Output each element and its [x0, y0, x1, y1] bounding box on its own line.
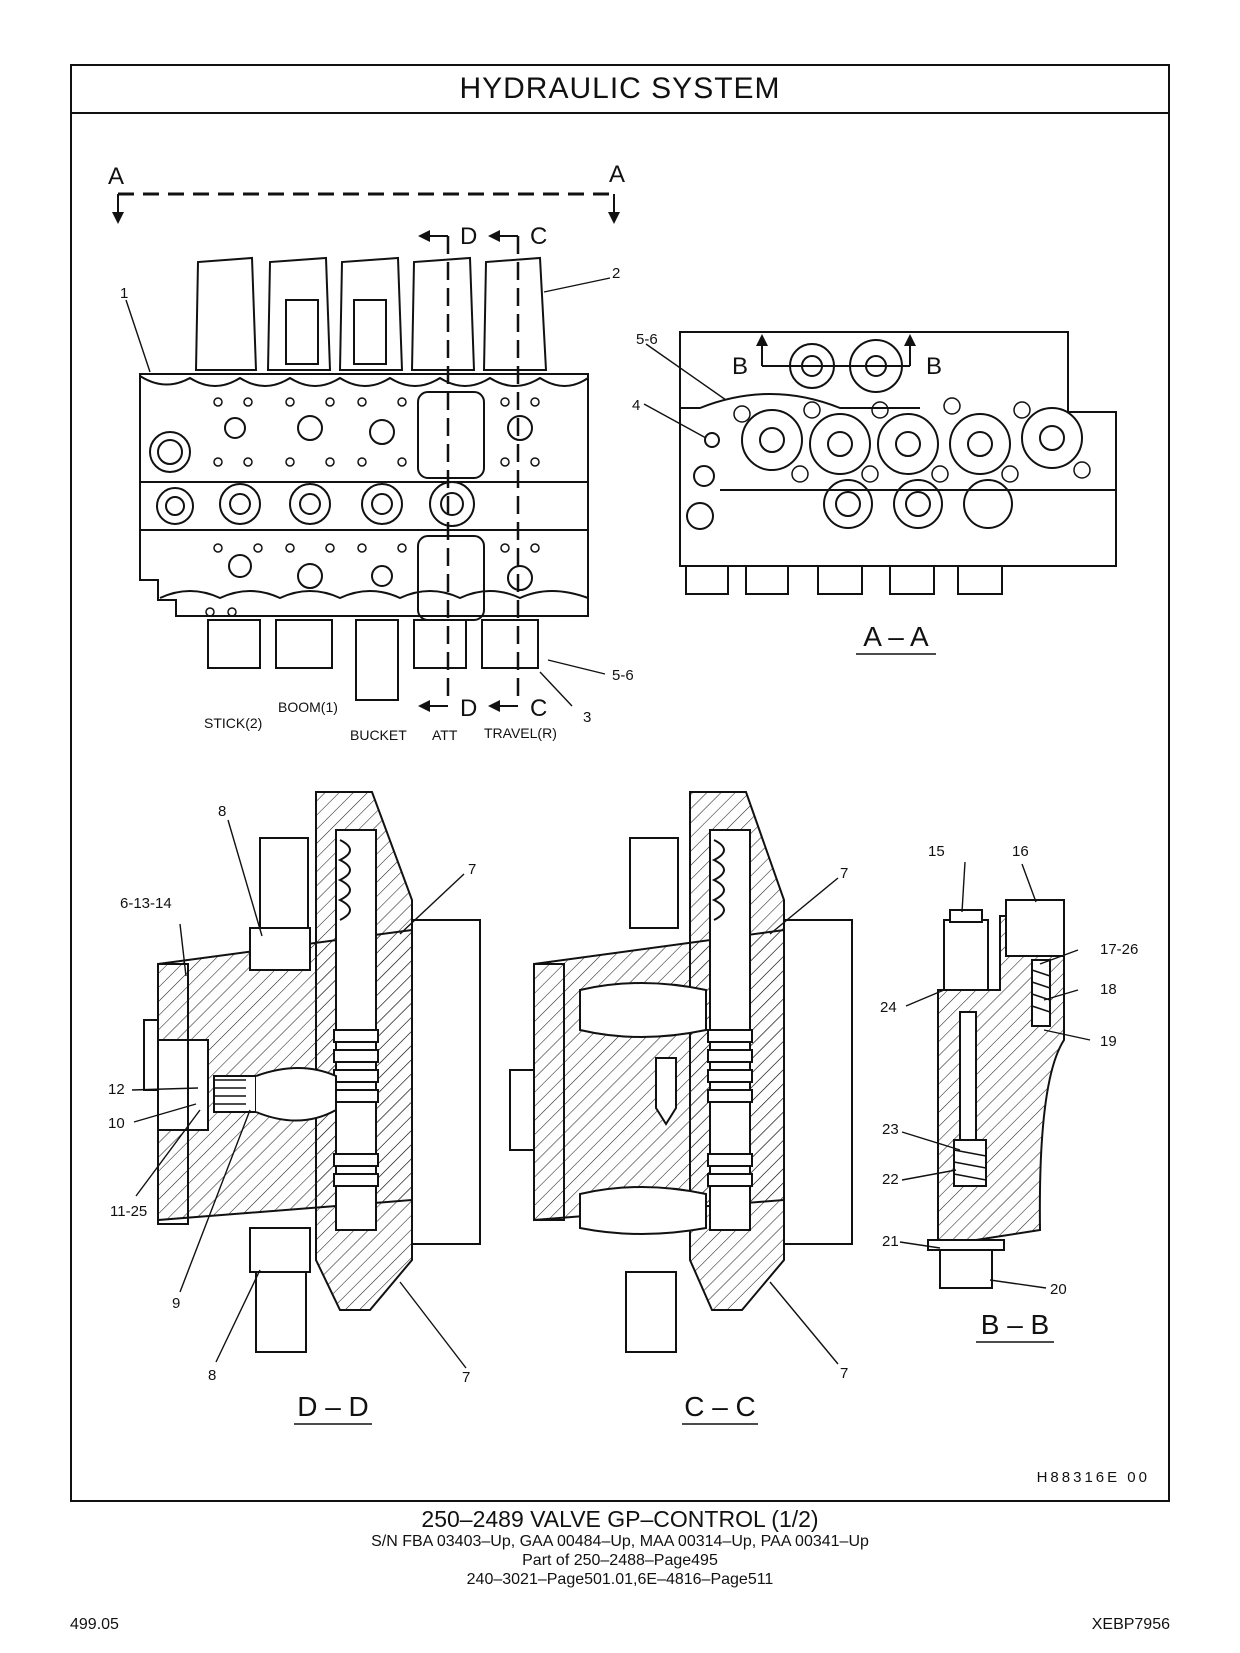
callout-18: 18	[1100, 981, 1117, 998]
callout-5-6-top: 5-6	[636, 331, 658, 348]
section-dd-view	[143, 791, 481, 1353]
callout-6-13-14: 6-13-14	[120, 895, 172, 912]
section-cc-view	[509, 791, 853, 1353]
marker-d-top: D	[460, 223, 477, 250]
callout-24: 24	[880, 999, 897, 1016]
marker-c-top: C	[530, 223, 547, 250]
section-name-stick: STICK(2)	[204, 715, 262, 731]
callout-15: 15	[928, 843, 945, 860]
callout-10: 10	[108, 1115, 125, 1132]
section-bb-view	[927, 899, 1065, 1289]
callout-leaders	[125, 277, 1091, 1369]
callout-9: 9	[172, 1295, 180, 1312]
marker-a-left: A	[108, 163, 124, 190]
caption-serial: S/N FBA 03403–Up, GAA 00484–Up, MAA 0031…	[371, 1533, 869, 1550]
section-name-bucket: BUCKET	[350, 727, 407, 743]
callout-22: 22	[882, 1171, 899, 1188]
callout-8-bottom: 8	[208, 1367, 216, 1384]
figure-frame: HYDRAULIC SYSTEM H88316E 00	[70, 64, 1170, 1502]
caption-title: 250–2489 VALVE GP–CONTROL (1/2)	[421, 1506, 819, 1532]
section-dd-title: D – D	[297, 1391, 369, 1422]
callout-7-dd-top: 7	[468, 861, 476, 878]
callout-23: 23	[882, 1121, 899, 1138]
callout-4: 4	[632, 397, 640, 414]
marker-c-bottom: C	[530, 695, 547, 722]
callout-7-cc-bottom: 7	[840, 1365, 848, 1382]
marker-a-right: A	[609, 161, 625, 188]
marker-b-left: B	[732, 353, 748, 380]
callout-3: 3	[583, 709, 591, 726]
callout-19: 19	[1100, 1033, 1117, 1050]
callout-11-25: 11-25	[110, 1203, 147, 1220]
callout-17-26: 17-26	[1100, 941, 1138, 958]
callout-7-dd-bottom: 7	[462, 1369, 470, 1386]
callout-2: 2	[612, 265, 620, 282]
marker-d-bottom: D	[460, 695, 477, 722]
callout-8-top: 8	[218, 803, 226, 820]
section-name-travel: TRAVEL(R)	[484, 725, 557, 741]
callout-7-cc-top: 7	[840, 865, 848, 882]
callout-5-6-bottom: 5-6	[612, 667, 634, 684]
callout-21: 21	[882, 1233, 899, 1250]
marker-b-right: B	[926, 353, 942, 380]
section-name-att: ATT	[432, 727, 458, 743]
document-code: XEBP7956	[1091, 1616, 1170, 1633]
section-labels: A A D C D C B B A – A D – D C – C B – B	[108, 161, 1054, 1425]
page-number: 499.05	[70, 1616, 119, 1633]
section-name-boom: BOOM(1)	[278, 699, 338, 715]
figure-code: H88316E 00	[1036, 1469, 1150, 1486]
valve-section-names: STICK(2) BOOM(1) BUCKET ATT TRAVEL(R)	[204, 699, 557, 743]
callout-1: 1	[120, 285, 128, 302]
section-cc-title: C – C	[684, 1391, 756, 1422]
top-view-valve	[112, 192, 620, 712]
caption-refs: 240–3021–Page501.01,6E–4816–Page511	[466, 1571, 774, 1588]
callout-16: 16	[1012, 843, 1029, 860]
section-bb-title: B – B	[981, 1309, 1049, 1340]
section-aa-title: A – A	[863, 621, 929, 652]
callout-12: 12	[108, 1081, 125, 1098]
callout-20: 20	[1050, 1281, 1067, 1298]
page-title: HYDRAULIC SYSTEM	[72, 66, 1168, 114]
callout-numbers: 1 2 3 4 5-6 5-6 6-13-14 7 7 7 7 8 8 9 10…	[108, 265, 1138, 1386]
section-aa-view	[679, 331, 1117, 595]
caption-part-of: Part of 250–2488–Page495	[522, 1552, 718, 1569]
